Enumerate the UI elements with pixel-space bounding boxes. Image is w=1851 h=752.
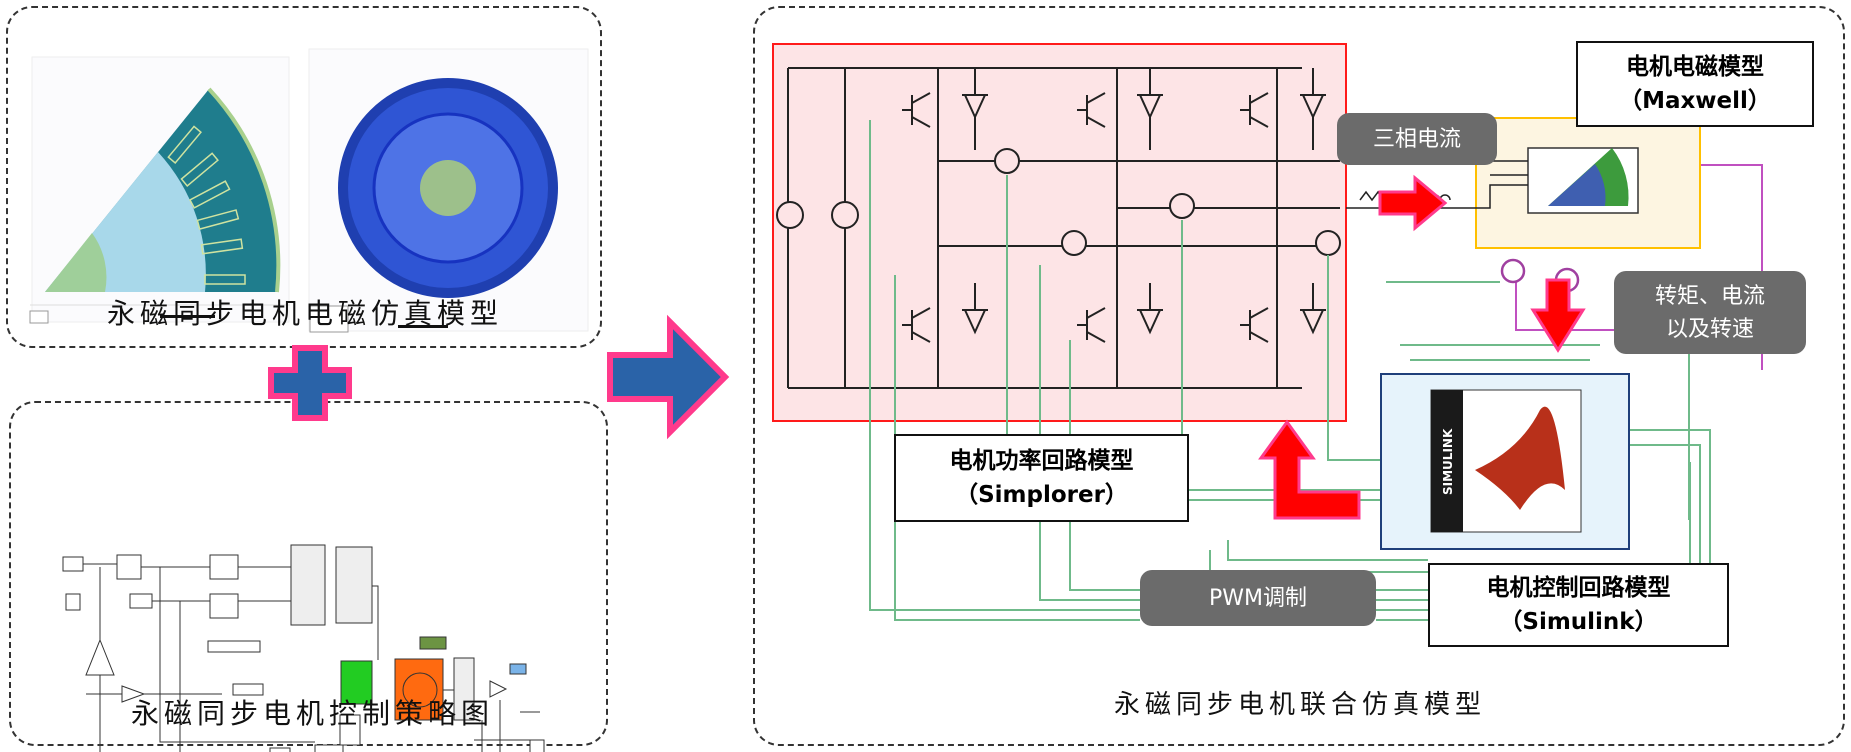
simplorer-power-circuit-box [772, 43, 1347, 422]
simulink-label: 电机控制回路模型 （Simulink） [1428, 563, 1729, 647]
maxwell-label: 电机电磁模型 （Maxwell） [1576, 41, 1814, 127]
torque-pill-line1: 转矩、电流 [1654, 283, 1765, 309]
right-red-arrow-icon [1378, 174, 1448, 232]
simulink-logo-icon [1475, 406, 1565, 510]
simplorer-label-line2: （Simplorer） [955, 482, 1128, 508]
simplorer-label-line1: 电机功率回路模型 [949, 446, 1134, 474]
up-left-red-arrow-icon [1258, 419, 1361, 520]
simulink-label-line2: （Simulink） [1499, 609, 1658, 635]
pwm-modulation-pill: PWM调制 [1140, 570, 1376, 626]
fea-sector-image [29, 56, 290, 324]
control-strategy-diagram [62, 544, 545, 752]
plus-icon [268, 345, 352, 421]
maxwell-label-line1: 电机电磁模型 [1626, 52, 1764, 80]
torque-pill-line2: 以及转速 [1665, 316, 1754, 342]
control-strategy-title: 永磁同步电机控制策略图 [130, 697, 494, 730]
fea-mesh-image [308, 48, 589, 333]
simplorer-label: 电机功率回路模型 （Simplorer） [894, 434, 1189, 522]
three-phase-current-pill: 三相电流 [1337, 113, 1497, 165]
signal-wires [869, 120, 1720, 621]
big-right-arrow-icon [607, 314, 730, 440]
down-red-arrow-icon [1530, 278, 1586, 353]
co-simulation-title: 永磁同步电机联合仿真模型 [1113, 690, 1486, 720]
maxwell-label-line2: （Maxwell） [1619, 88, 1771, 114]
simulink-label-line1: 电机控制回路模型 [1486, 573, 1671, 601]
co-simulation-panel [753, 6, 1845, 746]
electromagnetic-model-title: 永磁同步电机电磁仿真模型 [106, 297, 503, 330]
torque-sensor-icon [1500, 258, 1526, 284]
simulink-logo-text: SIMULINK [1441, 428, 1455, 495]
inverter-circuit [776, 67, 1341, 389]
torque-current-speed-pill: 转矩、电流 以及转速 [1614, 271, 1806, 354]
